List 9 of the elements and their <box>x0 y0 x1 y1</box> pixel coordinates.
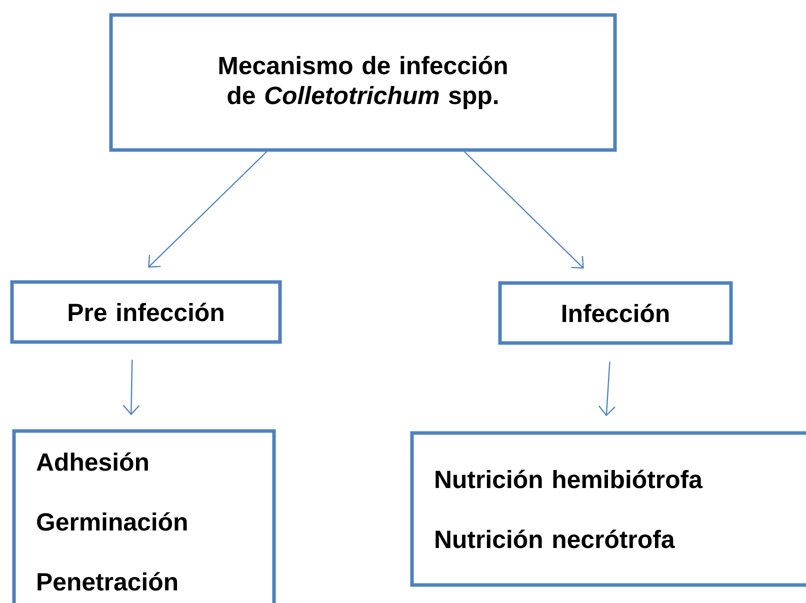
arrow <box>598 362 616 416</box>
list-box: Adhesión Germinación Penetración <box>12 429 276 603</box>
list-box: Nutrición hemibiótrofa Nutrición necrótrofa <box>410 431 806 587</box>
title-box: Mecanismo de infección de Colletotrichum spp. <box>109 13 617 152</box>
arrow <box>464 151 584 269</box>
stage-box: Infección <box>498 281 733 345</box>
arrow <box>122 360 140 416</box>
arrow <box>148 151 267 268</box>
stage-box: Pre infección <box>10 280 282 344</box>
